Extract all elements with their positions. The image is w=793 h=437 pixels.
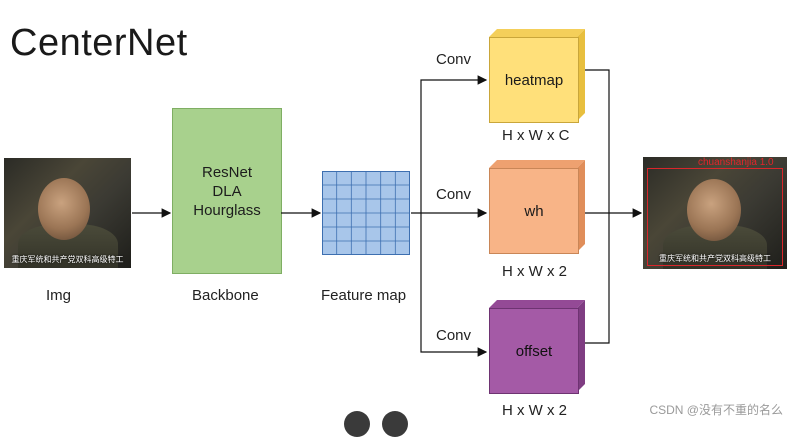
offset-dims: H x W x 2 bbox=[502, 402, 568, 419]
heatmap-head: heatmap bbox=[489, 29, 585, 123]
heatmap-dims: H x W x C bbox=[502, 127, 570, 144]
wh-head: wh bbox=[489, 160, 585, 254]
offset-conv-label: Conv bbox=[436, 327, 472, 344]
offset-label: offset bbox=[489, 308, 579, 394]
input-subtitle: 重庆军统和共产党双科高级特工 bbox=[11, 255, 124, 264]
nav-dot-right[interactable] bbox=[382, 411, 408, 437]
backbone-line-hourglass: Hourglass bbox=[193, 201, 261, 219]
output-image: chuanshanjia 1.0 重庆军统和共产党双科高级特工 bbox=[643, 157, 787, 269]
feature-map-grid bbox=[322, 171, 410, 255]
backbone-line-dla: DLA bbox=[212, 182, 242, 200]
output-subtitle: 重庆军统和共产党双科高级特工 bbox=[659, 254, 771, 263]
detection-bounding-box bbox=[647, 168, 783, 266]
wh-dims: H x W x 2 bbox=[502, 263, 568, 280]
watermark: CSDN @没有不重的名么 bbox=[649, 403, 783, 417]
heatmap-conv-label: Conv bbox=[436, 51, 472, 68]
backbone-line-resnet: ResNet bbox=[201, 163, 253, 181]
diagram-title: CenterNet bbox=[10, 22, 188, 64]
wh-label: wh bbox=[489, 168, 579, 254]
wh-conv-label: Conv bbox=[436, 186, 472, 203]
input-image: 重庆军统和共产党双科高级特工 bbox=[4, 158, 131, 268]
feature-map-caption: Feature map bbox=[321, 287, 407, 304]
backbone-caption: Backbone bbox=[192, 287, 259, 304]
offset-head: offset bbox=[489, 300, 585, 394]
nav-dot-left[interactable] bbox=[344, 411, 370, 437]
input-caption: Img bbox=[46, 287, 72, 304]
connector-lines bbox=[132, 69, 643, 357]
detection-label: chuanshanjia 1.0 bbox=[698, 157, 774, 168]
heatmap-label: heatmap bbox=[489, 37, 579, 123]
backbone-block: ResNet DLA Hourglass bbox=[172, 108, 282, 274]
